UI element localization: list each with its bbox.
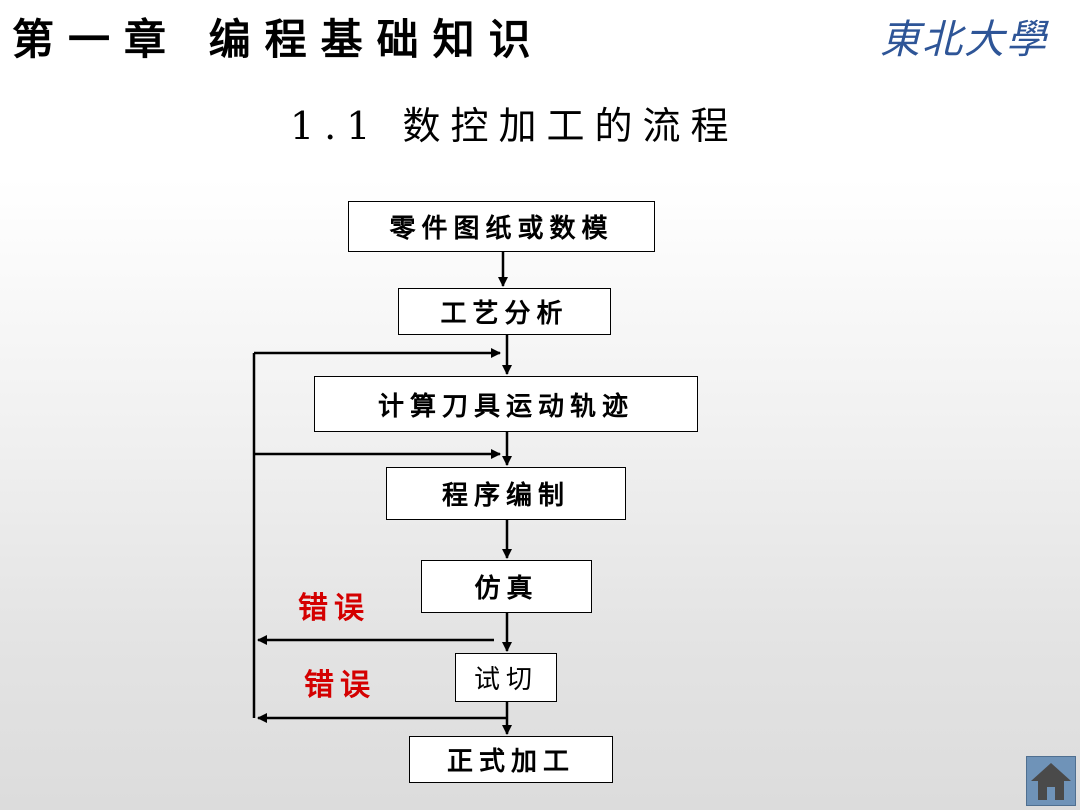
flow-step-production: 正式加工 xyxy=(409,736,613,783)
error-label-trial-cut: 错误 xyxy=(304,668,376,703)
flow-step-part-drawing: 零件图纸或数模 xyxy=(348,201,655,252)
chapter-title: 第一章 编程基础知识 xyxy=(12,15,545,64)
error-label-simulation: 错误 xyxy=(298,591,370,626)
flow-step-toolpath-calculation: 计算刀具运动轨迹 xyxy=(314,376,698,432)
home-button[interactable] xyxy=(1026,756,1076,806)
university-logo: 東北大學 xyxy=(880,17,1048,63)
flow-step-trial-cut: 试切 xyxy=(455,653,557,702)
section-title: 1.1 数控加工的流程 xyxy=(290,104,739,148)
flow-step-simulation: 仿真 xyxy=(421,560,592,613)
flow-step-programming: 程序编制 xyxy=(386,467,626,520)
home-icon xyxy=(1031,763,1071,800)
flow-step-process-analysis: 工艺分析 xyxy=(398,288,611,335)
